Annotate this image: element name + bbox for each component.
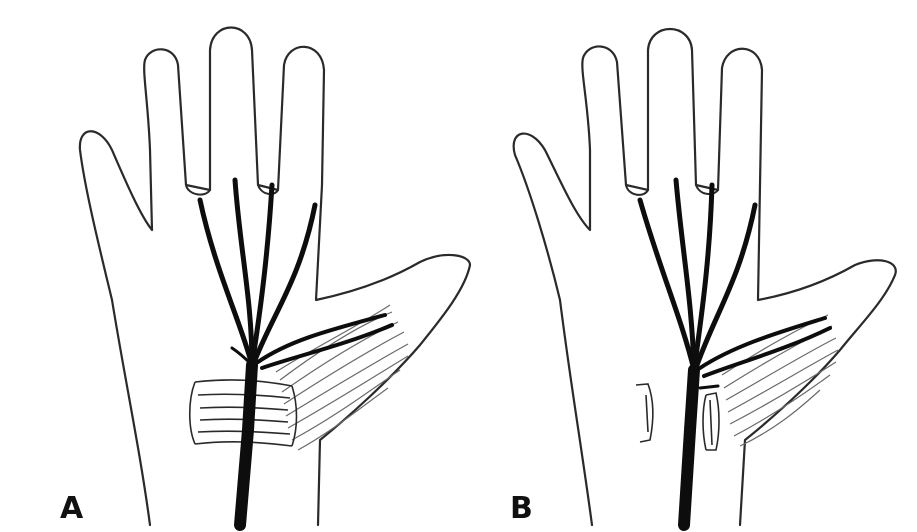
median-nerve-a — [200, 180, 392, 525]
hand-outline-a — [80, 28, 470, 526]
nerve-trunk-a — [240, 365, 252, 525]
nerve-trunk-b — [684, 370, 694, 525]
panel-b — [514, 29, 896, 525]
incision-mark-b — [636, 384, 653, 442]
panel-label-b: B — [510, 494, 533, 524]
panel-label-a: A — [60, 494, 83, 524]
median-nerve-b — [640, 180, 830, 525]
panel-a — [80, 28, 470, 526]
thenar-muscle-b — [722, 315, 838, 446]
divided-ligament-b — [703, 393, 719, 450]
